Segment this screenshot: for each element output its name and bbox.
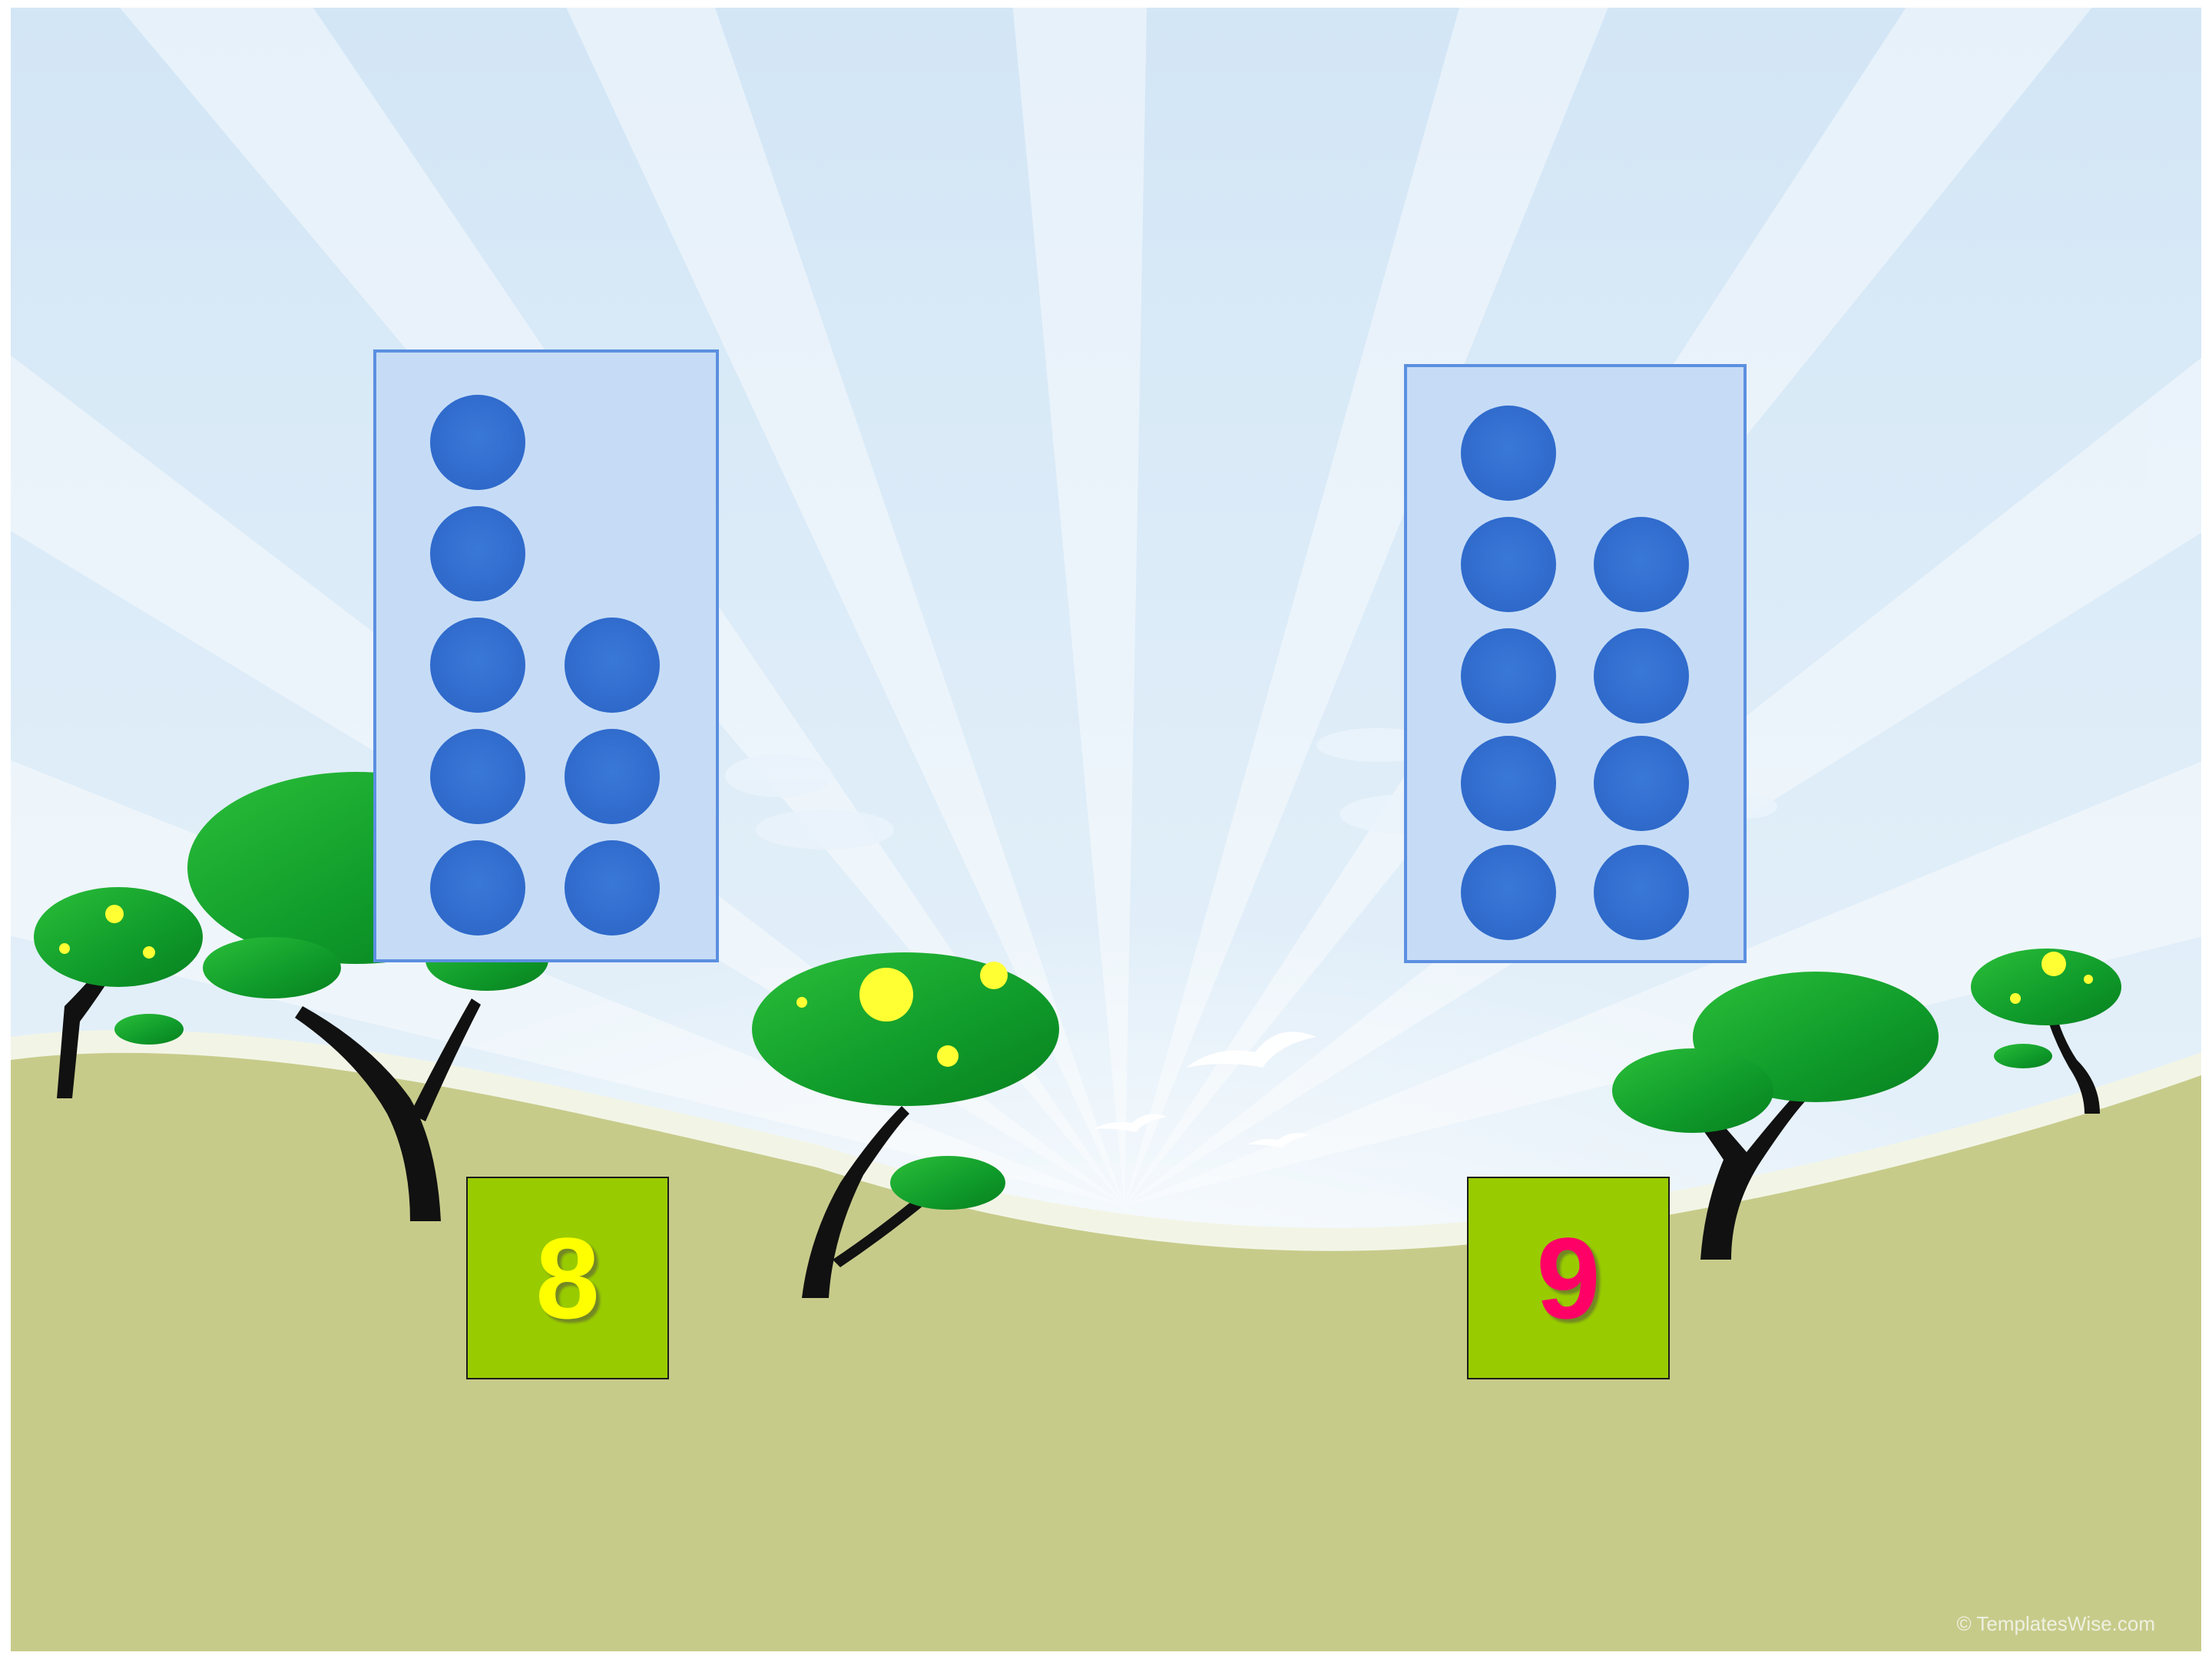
slide: 8 9 © TemplatesWise.com bbox=[11, 8, 2201, 1651]
dot bbox=[565, 840, 660, 935]
dot-card-8 bbox=[373, 349, 719, 962]
tree-middle bbox=[752, 952, 1059, 1298]
watermark: © TemplatesWise.com bbox=[1956, 1612, 2155, 1635]
dot bbox=[430, 840, 525, 935]
dot-card-9 bbox=[1404, 364, 1747, 963]
dot bbox=[430, 618, 525, 713]
background-scene bbox=[11, 8, 2201, 1651]
number-box-8[interactable]: 8 bbox=[466, 1177, 669, 1379]
dot bbox=[430, 395, 525, 490]
dot bbox=[1594, 628, 1689, 724]
number-label-8: 8 bbox=[535, 1214, 600, 1343]
dot bbox=[430, 729, 525, 824]
birds bbox=[1094, 1031, 1316, 1147]
dot bbox=[1461, 736, 1556, 831]
dot bbox=[565, 729, 660, 824]
number-box-9[interactable]: 9 bbox=[1467, 1177, 1670, 1379]
dot bbox=[1461, 517, 1556, 612]
dot bbox=[1594, 517, 1689, 612]
dot bbox=[1461, 628, 1556, 724]
number-label-9: 9 bbox=[1536, 1214, 1601, 1343]
dot bbox=[430, 506, 525, 601]
dot bbox=[565, 618, 660, 713]
dot bbox=[1594, 736, 1689, 831]
dot bbox=[1594, 845, 1689, 940]
dot bbox=[1461, 845, 1556, 940]
tree-far-left bbox=[34, 887, 203, 1098]
dot bbox=[1461, 406, 1556, 501]
tree-right bbox=[1612, 972, 1939, 1260]
tree-far-right bbox=[1971, 949, 2121, 1114]
